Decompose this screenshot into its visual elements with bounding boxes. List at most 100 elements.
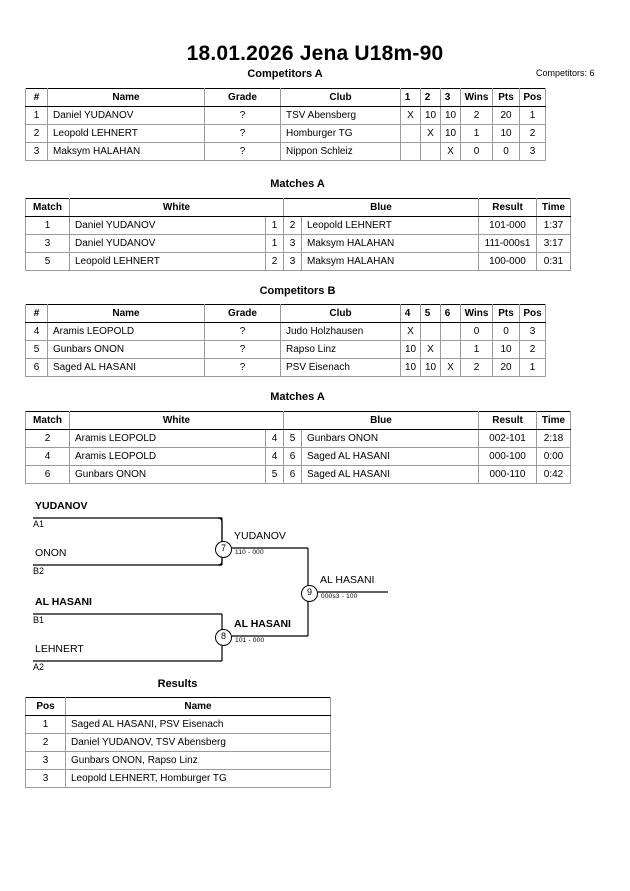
cell-blue-number: 3	[283, 252, 302, 271]
cell-name: Saged AL HASANI	[47, 358, 205, 377]
cell-grade: ?	[204, 124, 281, 143]
cell-blue-competitor: Saged AL HASANI	[300, 465, 480, 484]
cell-blue-number: 3	[283, 234, 302, 253]
cell-match-number: 3	[25, 234, 70, 253]
bracket-entrant-seed: B1	[33, 615, 45, 625]
cell-time: 0:00	[536, 447, 572, 466]
cell-points: 20	[492, 106, 520, 125]
cell-wins: 1	[460, 340, 493, 359]
cell-match-result-3	[440, 322, 461, 341]
col-m6: 6	[440, 304, 461, 323]
caption-competitors-a: Competitors A	[247, 68, 323, 80]
bracket-match-node-7[interactable]: 7	[215, 541, 232, 558]
cell-white-number: 1	[265, 234, 284, 253]
cell-result: 000-110	[478, 465, 538, 484]
cell-result: 100-000	[478, 252, 538, 271]
bracket-match-node-8[interactable]: 8	[215, 629, 232, 646]
cell-num: 6	[25, 358, 48, 377]
cell-wins: 2	[460, 358, 493, 377]
caption-matches-a-2: Matches A	[270, 391, 325, 403]
cell-wins: 2	[460, 106, 493, 125]
col-name: Name	[47, 304, 205, 323]
cell-white-competitor: Gunbars ONON	[69, 465, 266, 484]
cell-name: Gunbars ONON	[47, 340, 205, 359]
bracket-node-winner: YUDANOV	[234, 530, 286, 542]
cell-num: 5	[25, 340, 48, 359]
cell-match-number: 2	[25, 429, 70, 448]
cell-name: Daniel YUDANOV	[47, 106, 205, 125]
cell-blue-competitor: Gunbars ONON	[300, 429, 480, 448]
cell-club: TSV Abensberg	[280, 106, 401, 125]
competitors-count: Competitors: 6	[536, 68, 595, 78]
cell-name: Leopold LEHNERT, Homburger TG	[65, 769, 331, 788]
cell-position: 1	[25, 715, 66, 734]
cell-club: Rapso Linz	[280, 340, 401, 359]
cell-match-result-1: 10	[400, 358, 421, 377]
cell-position: 2	[519, 124, 546, 143]
cell-grade: ?	[204, 358, 281, 377]
cell-white-number: 4	[265, 447, 284, 466]
col-white: White	[69, 198, 284, 217]
cell-club: Homburger TG	[280, 124, 401, 143]
cell-white-competitor: Daniel YUDANOV	[69, 216, 266, 235]
cell-position: 3	[519, 322, 546, 341]
col-grade: Grade	[204, 304, 281, 323]
cell-white-number: 5	[265, 465, 284, 484]
col-match: Match	[25, 411, 70, 430]
cell-result: 111-000s1	[478, 234, 538, 253]
cell-points: 0	[492, 322, 520, 341]
cell-match-result-2: X	[420, 124, 441, 143]
cell-points: 10	[492, 124, 520, 143]
cell-name: Leopold LEHNERT	[47, 124, 205, 143]
cell-blue-number: 6	[283, 447, 302, 466]
bracket-lines	[33, 517, 388, 662]
cell-name: Aramis LEOPOLD	[47, 322, 205, 341]
col-wins: Wins	[460, 304, 493, 323]
cell-grade: ?	[204, 106, 281, 125]
cell-club: Nippon Schleiz	[280, 142, 401, 161]
bracket-entrant-name: YUDANOV	[35, 500, 88, 512]
caption-results: Results	[157, 678, 198, 690]
cell-position: 2	[25, 733, 66, 752]
cell-match-result-1: X	[400, 106, 421, 125]
cell-time: 2:18	[536, 429, 572, 448]
cell-result: 000-100	[478, 447, 538, 466]
col-name: Name	[47, 88, 205, 107]
cell-match-number: 6	[25, 465, 70, 484]
bracket-node-score: 110 - 000	[235, 549, 264, 556]
cell-position: 1	[519, 106, 546, 125]
cell-white-number: 4	[265, 429, 284, 448]
cell-time: 0:42	[536, 465, 572, 484]
bracket-entrant-seed: A1	[33, 519, 45, 529]
cell-points: 20	[492, 358, 520, 377]
cell-position: 3	[25, 751, 66, 770]
cell-match-result-3: X	[440, 142, 461, 161]
bracket-match-node-9[interactable]: 9	[301, 585, 318, 602]
cell-result: 101-000	[478, 216, 538, 235]
col-time: Time	[536, 198, 572, 217]
col-blue: Blue	[282, 198, 480, 217]
cell-blue-competitor: Maksym HALAHAN	[300, 234, 480, 253]
cell-time: 1:37	[536, 216, 572, 235]
cell-match-result-2: X	[420, 340, 441, 359]
bracket-final-winner: AL HASANI	[320, 574, 375, 586]
cell-grade: ?	[204, 142, 281, 161]
col-grade: Grade	[204, 88, 281, 107]
col-white: White	[69, 411, 284, 430]
cell-match-result-1: X	[400, 322, 421, 341]
